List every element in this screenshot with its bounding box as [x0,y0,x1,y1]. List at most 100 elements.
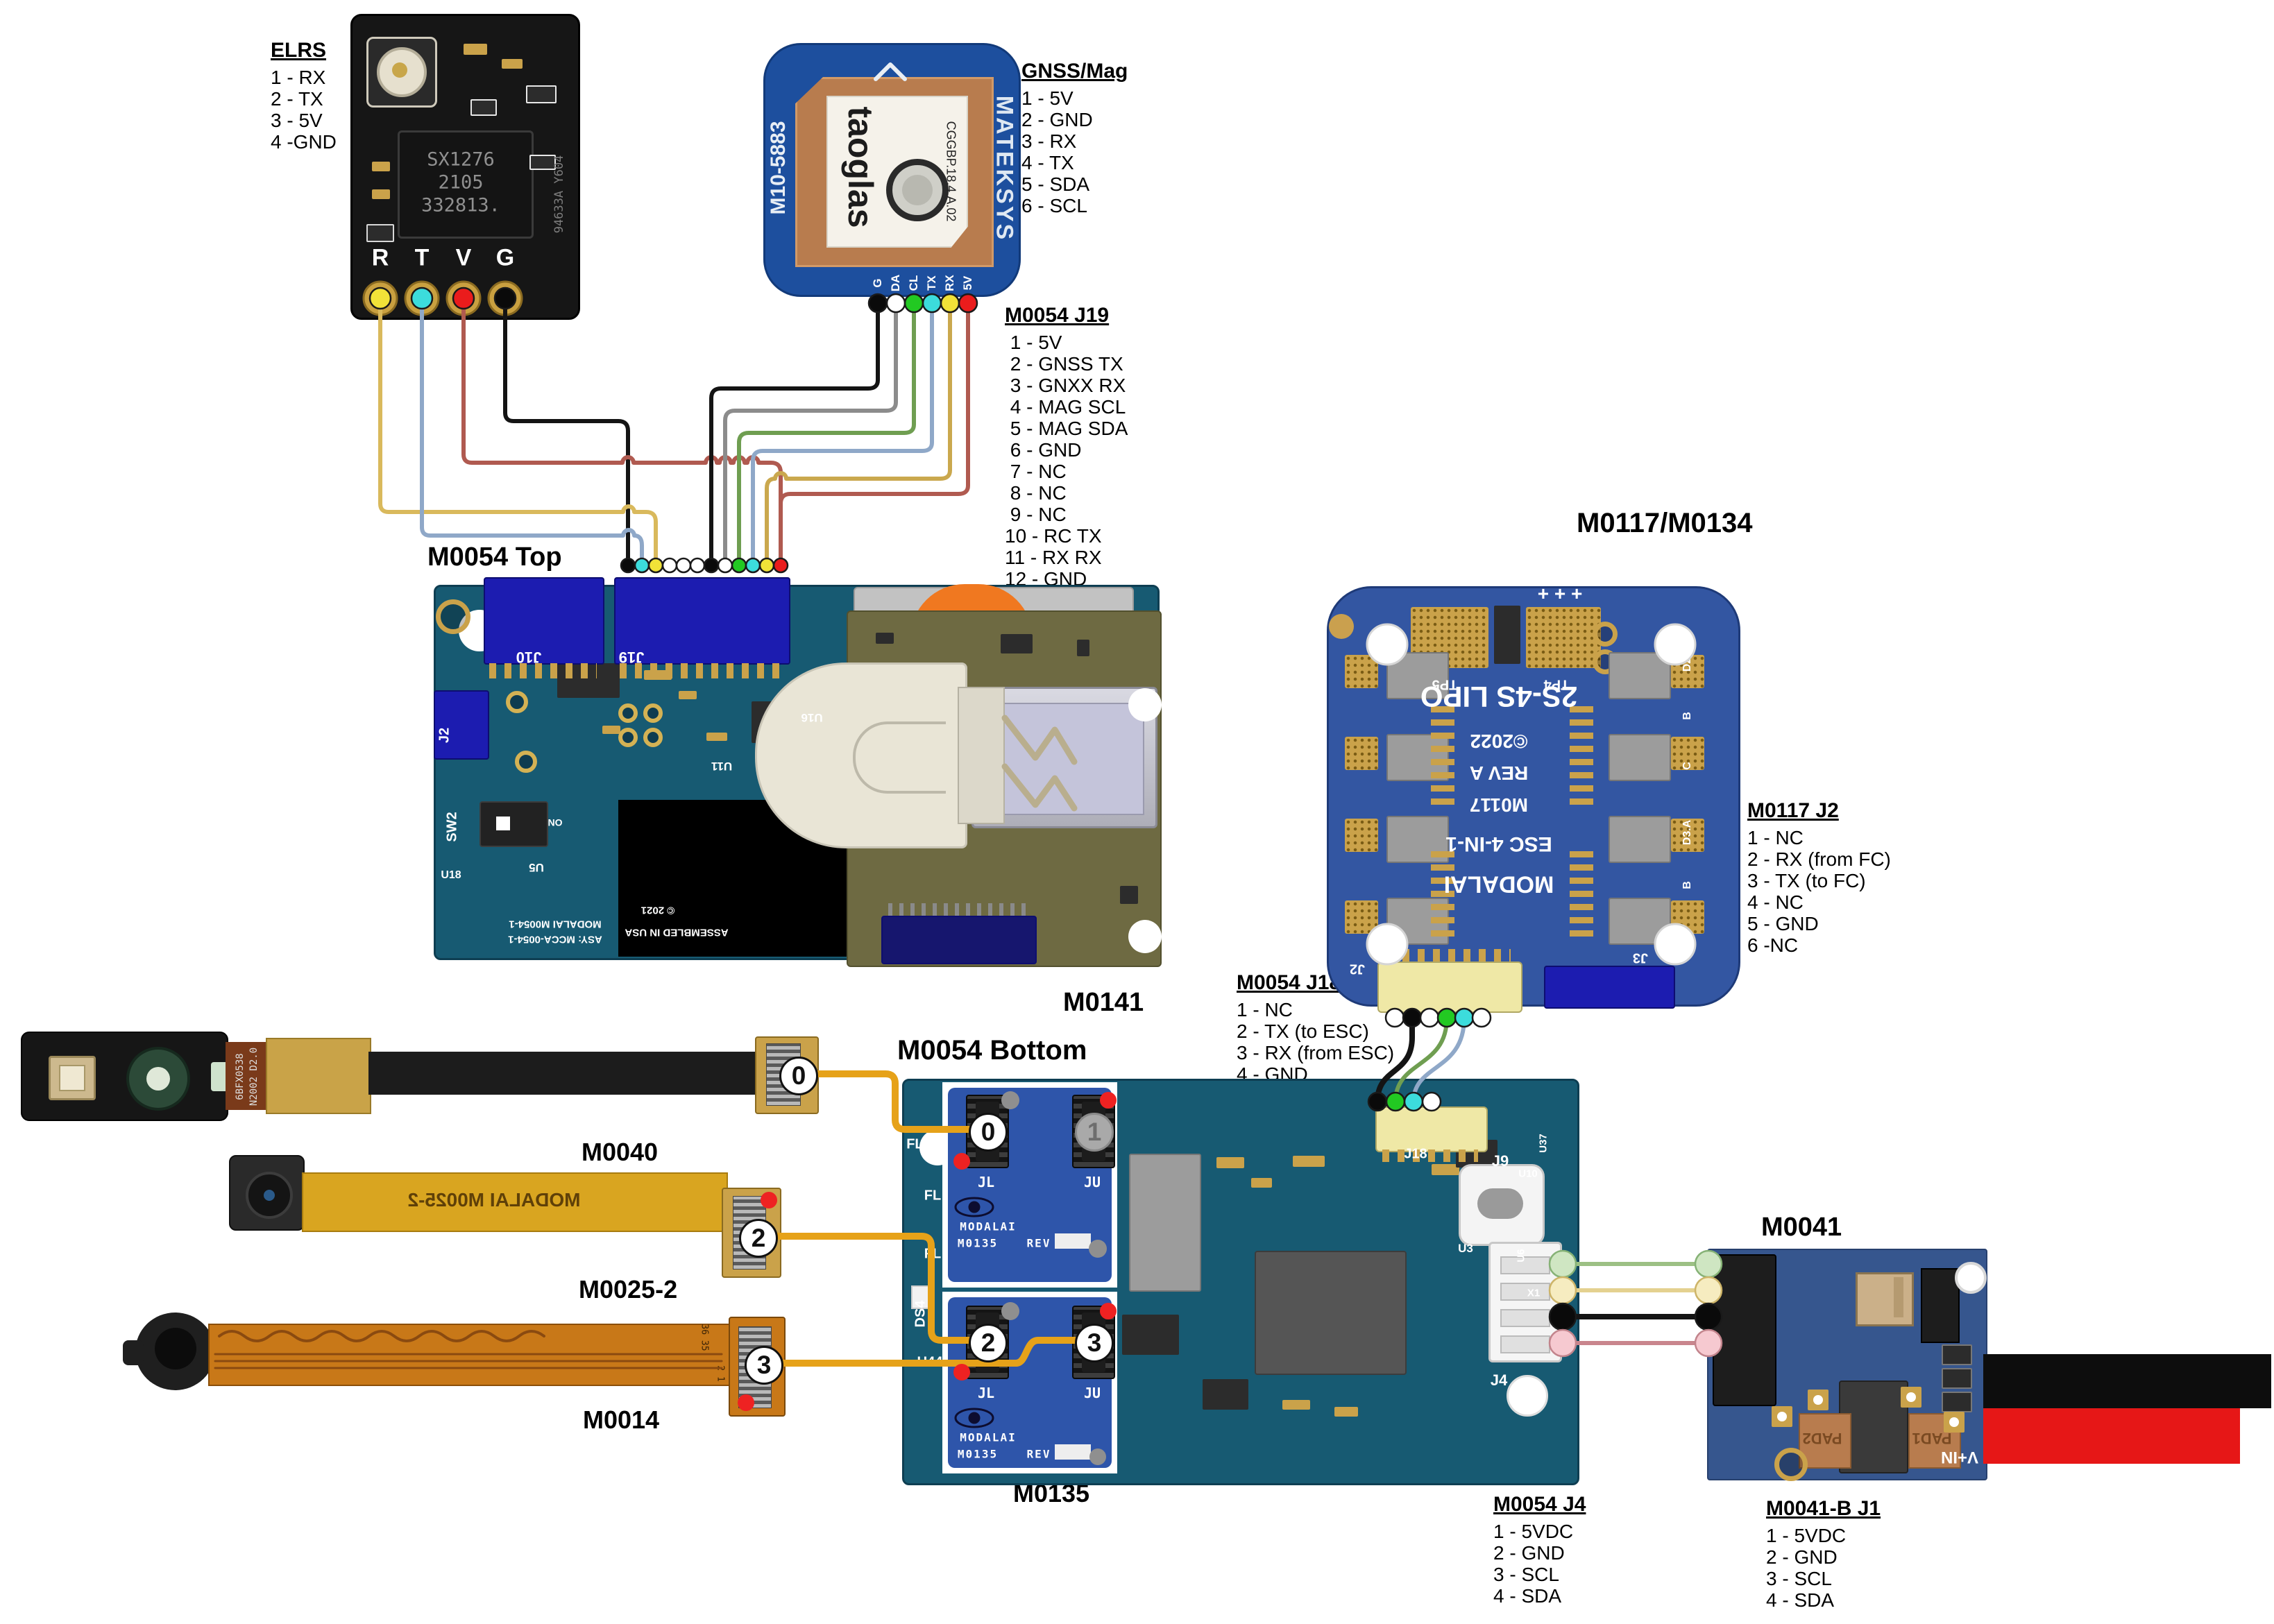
pinout-line: 3 - SCL [1493,1564,1559,1585]
large-chip [1129,1154,1201,1292]
m0040-flex [226,1042,266,1110]
pinout-line: 3 - TX (to FC) [1747,870,1866,891]
m0041-input-connector [1713,1254,1776,1406]
m0040-flex-gold [266,1038,371,1114]
pinout-title: GNSS/Mag [1021,60,1128,83]
connector-j10 [484,577,604,665]
wire-elrs-5v [461,296,783,561]
pinout-title: M0054 J19 [1005,304,1110,327]
wire-dot-cyan [745,557,761,574]
wire-elrs-rx [378,296,658,561]
pinout-line: 1 - NC [1237,999,1293,1020]
pinout-line: 1 - 5VDC [1493,1521,1574,1542]
rev-box [1055,1233,1091,1249]
usb-plug [755,663,967,848]
pinout-line: 5 - GND [1747,913,1819,934]
connector-pins [1387,949,1511,963]
wire-gnss-gnd [709,301,880,561]
pinout-line: 10 - RC TX [1005,525,1102,547]
m0141-bottom-connector [881,916,1037,964]
m0014-flex [208,1324,735,1386]
wire-gnss-scl [737,301,916,561]
wire-dot-white [717,557,733,574]
pinout-title: M0054 J4 [1493,1493,1586,1516]
pinout-line: 1 - RX [271,67,326,88]
pinout-line: 4 -GND [271,131,337,153]
wire-dot-cyan [634,557,650,574]
wire-gnss-sda [723,301,898,561]
wire-gnss-tx [751,301,934,561]
wire-dot-yellow [758,557,775,574]
wire-dot-black [703,557,720,574]
pinout-line: 7 - NC [1005,461,1067,482]
usb-c-connector-j9 [1459,1164,1545,1246]
pinout-line: 4 - SDA [1766,1589,1835,1611]
pinout-line: 4 - TX [1021,152,1074,173]
connector-pins [489,663,597,678]
m0040-camera-module [21,1032,229,1121]
pinout-line: 2 - TX (to ESC) [1237,1020,1369,1042]
pinout-line: 2 - GND [1021,109,1093,130]
pinout-line: 5 - SDA [1021,173,1090,195]
dip-switch-sw2 [480,801,548,847]
pinout-line: 3 - RX (from ESC) [1237,1042,1395,1063]
pinout-line: 1 - 5VDC [1766,1525,1847,1546]
esc-connector-j2 [1377,961,1522,1013]
wire-dot-black [620,557,636,574]
m0014-camera-module [123,1313,215,1390]
label-m0054-bottom: M0054 Bottom [897,1035,1087,1066]
pinout-line: 1 - NC [1747,827,1804,848]
connector-pins [620,663,783,678]
mounting-hole [1128,688,1162,721]
m0054-j19-pinout: M0054 J19 1 - 5V 2 - GNSS TX 3 - GNXX RX… [1005,304,1128,590]
wire-dot-white [675,557,692,574]
pinout-line: 8 - NC [1005,482,1067,504]
label-m0117-m0134: M0117/M0134 [1577,508,1753,538]
camera-port-badge-0: 0 [969,1113,1008,1152]
pinout-line: 9 - NC [1005,504,1067,525]
led-ds4 [911,1285,931,1309]
esc-connector-j3 [1544,966,1675,1009]
camera-port-badge-0: 0 [779,1057,818,1095]
m0025-camera-module [229,1155,305,1231]
connector-pins [888,903,1027,916]
pinout-line: 2 - TX [271,88,323,110]
power-lead-black [1983,1354,2271,1408]
connector-j2-m0054 [434,690,489,760]
silkscreen: D1.A [1309,778,1321,804]
m0041-pad2 [1799,1413,1851,1469]
camera-port-badge-2: 2 [969,1324,1008,1362]
m0040-ribbon [368,1052,757,1095]
pinout-line: 2 - GND [1493,1542,1565,1564]
label-m0025-2: M0025-2 [579,1275,678,1304]
mounting-pad [436,599,470,634]
pinout-line: 4 - NC [1747,891,1804,913]
m0041-ic [1921,1268,1960,1343]
label-m0040: M0040 [582,1138,659,1166]
usb-plug-shield [958,687,1005,824]
pinout-line: 11 - RX RX [1005,547,1102,568]
label-m0014: M0014 [583,1405,660,1434]
pinout-line: 1 - 5V [1021,87,1074,109]
ir-component [1001,634,1033,653]
pinout-line: 6 - GND [1005,439,1082,461]
wire-elrs-tx [420,296,644,561]
pinout-line: 6 - SCL [1021,195,1087,216]
pinout-title: M0054 J18 [1237,971,1341,994]
camera-port-badge-3: 3 [745,1346,783,1385]
pinout-lines: 1 - 5V 2 - GNSS TX 3 - GNXX RX 4 - MAG S… [1005,332,1128,590]
pinout-line: 3 - RX [1021,130,1077,152]
pinout-line: 2 - GNSS TX [1005,353,1123,375]
wire-elrs-gnd [503,296,630,561]
rev-box [1055,1444,1091,1460]
wire-dot-white [661,557,678,574]
pinout-title: M0041-B J1 [1766,1497,1881,1520]
